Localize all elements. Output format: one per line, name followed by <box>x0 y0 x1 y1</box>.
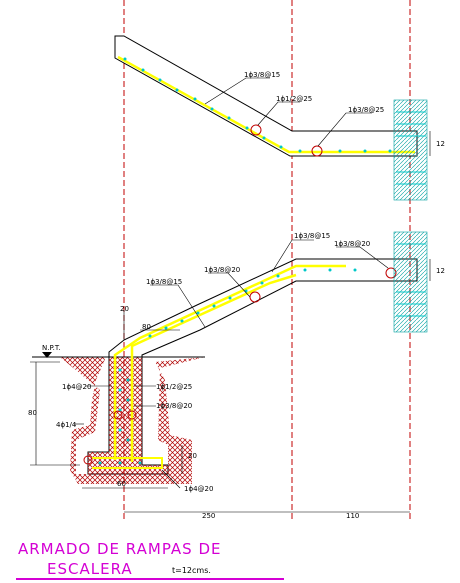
dim-110-label: 110 <box>346 512 359 520</box>
found-bar-label-5: 1ϕ4@20 <box>184 485 213 493</box>
upper-ramp <box>114 35 431 201</box>
upper-rebar-section-2 <box>311 145 323 157</box>
lower-ramp-stirrup-dots <box>98 268 357 465</box>
lower-ramp-rebar-top <box>130 273 297 462</box>
upper-bar-label-3: 1ϕ3/8@25 <box>348 106 384 114</box>
found-bar-label-2: 1ϕ1/2@25 <box>156 383 192 391</box>
found-rebar-section-2 <box>127 410 137 420</box>
upper-rebar-section-1 <box>250 124 262 136</box>
upper-ramp-stirrup-dots <box>123 57 392 153</box>
upper-bar-label-1: 1ϕ3/8@15 <box>244 71 280 79</box>
drawing-subtitle: ESCALERA <box>47 560 133 578</box>
found-bar-label-1: 1ϕ4@20 <box>62 383 91 391</box>
found-rebar-section-3 <box>83 455 93 465</box>
npt-label: N.P.T. <box>42 344 61 352</box>
title-underline <box>16 578 284 580</box>
footing-rebar <box>92 457 163 469</box>
dim-250-label: 250 <box>202 512 215 520</box>
drawing-title: ARMADO DE RAMPAS DE <box>18 540 222 558</box>
thickness-note: t=12cms. <box>172 566 211 575</box>
lower-wall <box>393 231 428 333</box>
found-dim-80-label: 80 <box>28 409 37 417</box>
lower-ramp <box>30 231 431 513</box>
lower-rebar-section-1 <box>249 291 261 303</box>
upper-dim-label: 12 <box>436 140 445 148</box>
dim-80-label: 80 <box>142 323 151 331</box>
lower-bar-label-4: 1ϕ3/8@20 <box>334 240 370 248</box>
lower-ramp-rebar-bottom <box>113 264 346 460</box>
found-bar-label-3: 1ϕ3/8@20 <box>156 402 192 410</box>
found-bar-label-4: 4ϕ1/4 <box>56 421 77 429</box>
lower-bar-label-1: 1ϕ3/8@15 <box>146 278 182 286</box>
dim-20-label: 20 <box>120 305 129 313</box>
upper-bar-label-2: 1ϕ1/2@25 <box>276 95 312 103</box>
lower-bar-label-3: 1ϕ3/8@15 <box>294 232 330 240</box>
found-rebar-section-1 <box>113 410 123 420</box>
found-dim-20-label: 20 <box>188 452 197 460</box>
npt-marker <box>42 352 52 358</box>
upper-ramp-rebar <box>117 55 415 154</box>
upper-wall <box>393 99 428 201</box>
found-dim-60-label: 60 <box>117 480 126 488</box>
lower-dim-label: 12 <box>436 267 445 275</box>
lower-bar-label-2: 1ϕ3/8@20 <box>204 266 240 274</box>
